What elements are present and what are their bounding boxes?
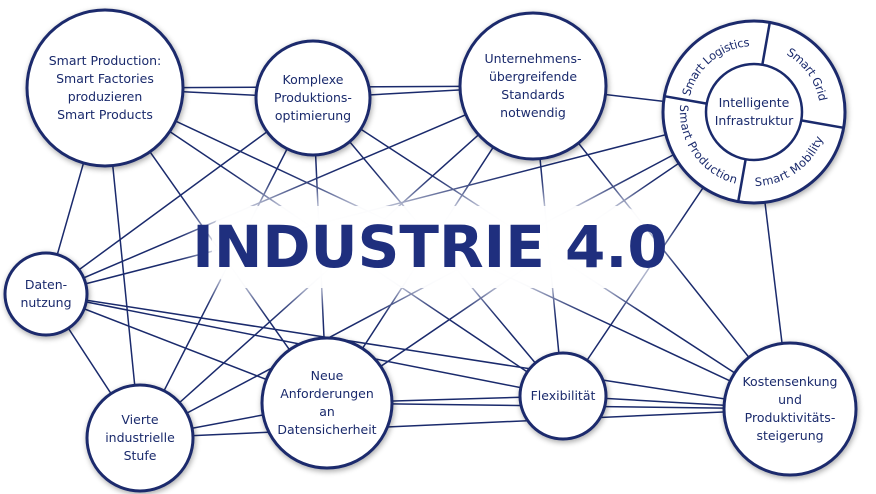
node-label-flex-0: Flexibilität [531,388,596,403]
title-backdrop [212,206,648,288]
node-label-smart-production-3: Smart Products [57,107,153,122]
edge-vierte-kosten [139,408,791,439]
node-label-kosten-1: und [778,392,802,407]
node-label-daten-0: Daten- [25,277,67,292]
node-circle-kosten [722,341,858,477]
edge-unternehmens-daten [45,85,534,295]
ring-divider-3 [664,94,707,105]
node-label-unternehmens-3: notwendig [500,105,566,120]
node-daten: Daten-nutzung [3,251,89,337]
node-label-unternehmens-1: übergreifende [489,69,577,84]
node-circle-komplexe [254,39,372,157]
node-label-infrastruktur-0: Intelligente [719,95,790,110]
node-label-kosten-0: Kostensenkung [742,374,837,389]
node-label-unternehmens-0: Unternehmens- [485,51,582,66]
node-label-komplexe-1: Produktions- [274,90,352,105]
node-label-vierte-2: Stufe [124,448,157,463]
ring-divider-2 [736,159,747,202]
node-label-komplexe-0: Komplexe [283,72,344,87]
node-label-neue-0: Neue [311,368,344,383]
node-label-smart-production-0: Smart Production: [49,53,162,68]
node-label-komplexe-2: optimierung [275,108,351,123]
node-label-unternehmens-2: Standards [501,87,564,102]
node-label-neue-3: Datensicherheit [277,422,376,437]
node-label-neue-2: an [319,404,335,419]
node-label-smart-production-2: produzieren [68,89,143,104]
edge-daten-kosten [45,293,791,410]
node-circle-vierte [85,383,195,493]
node-circle-smart-production [25,8,185,168]
node-kosten: Kostensenkung undProduktivitäts-steigerun… [722,341,858,477]
ring-divider-1 [801,119,844,130]
node-circle-neue [260,336,394,470]
node-label-kosten-2: Produktivitäts- [745,410,836,425]
nodes: Smart Production: Smart Factories produzie… [3,8,858,493]
node-label-neue-1: Anforderungen [280,386,374,401]
node-label-vierte-1: industrielle [105,430,175,445]
node-circle-daten [3,251,89,337]
node-flex: Flexibilität [518,351,608,441]
ring-divider-0 [761,22,772,65]
node-label-infrastruktur-1: Infrastruktur [715,113,794,128]
infrastruktur-inner-circle [704,62,804,162]
page-title: INDUSTRIE 4.0 [192,213,668,281]
node-label-kosten-3: steigerung [756,428,823,443]
node-circle-unternehmens [458,11,608,161]
node-label-vierte-0: Vierte [121,412,158,427]
node-circle-flex [518,351,608,441]
node-smart-production: Smart Production: Smart Factories produzie… [25,8,185,168]
node-label-smart-production-1: Smart Factories [56,71,154,86]
node-label-daten-1: nutzung [20,295,71,310]
